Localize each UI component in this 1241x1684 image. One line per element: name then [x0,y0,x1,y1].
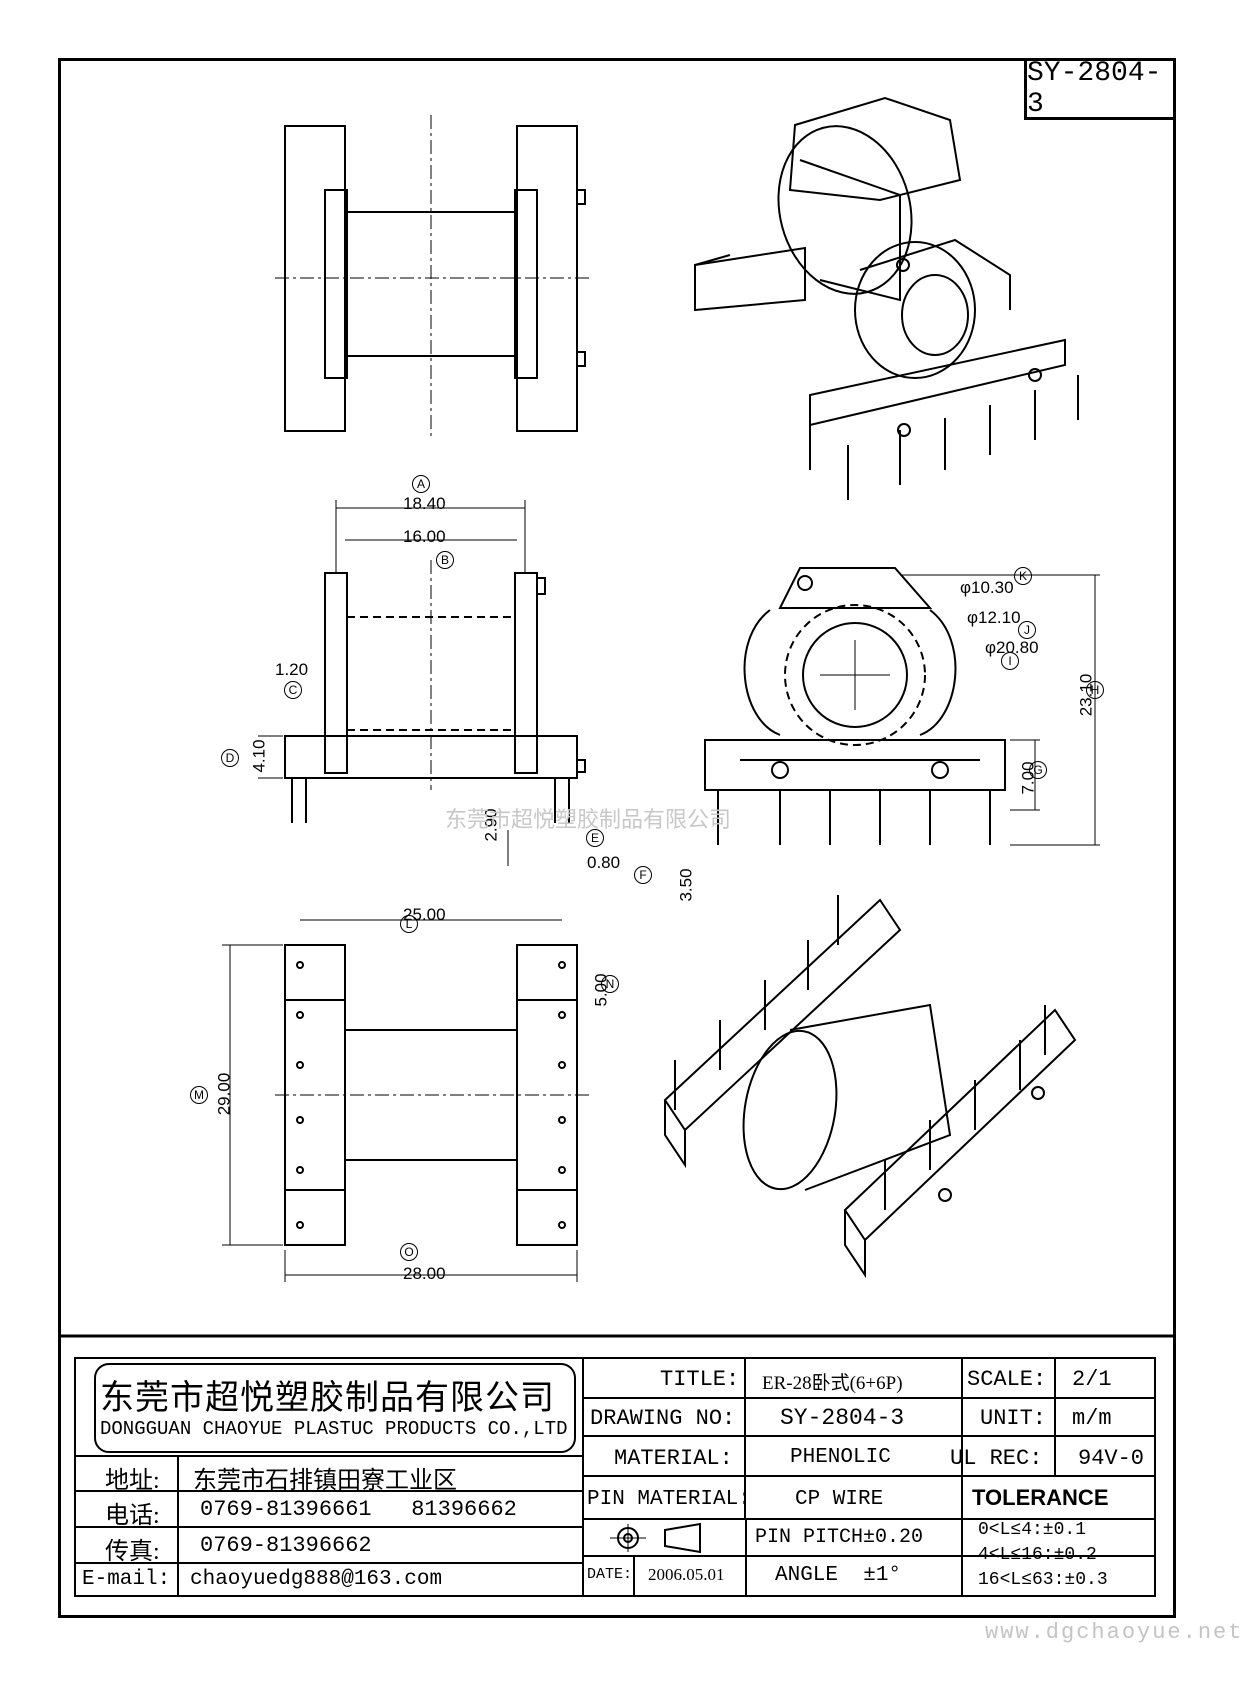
fax-value: 0769-81396662 [200,1533,372,1558]
dim-b-value: 16.00 [403,527,446,546]
company-name-en: DONGGUAN CHAOYUE PLASTUC PRODUCTS CO.,LT… [100,1418,568,1440]
drawing-no-label: DRAWING NO: [590,1406,736,1431]
ul-label: UL REC: [950,1446,1043,1471]
dim-a-value: 18.40 [403,494,446,513]
dim-f-value: 3.50 [676,868,696,902]
pin-material-label: PIN MATERIAL: [587,1488,751,1511]
dim-letter-k: K [1014,567,1032,585]
dim-k-value: φ10.30 [960,578,1014,597]
isometric-view-top [694,96,1079,500]
isometric-view-bottom [663,895,1077,1279]
title-value: ER-28卧式(6+6P) [762,1373,903,1394]
drawing-code-box: SY-2804-3 [1024,58,1176,120]
dim-c-value: 1.20 [275,660,309,679]
tolerance-heading: TOLERANCE [972,1485,1109,1510]
bottom-view [222,919,590,1282]
dim-letter-h: H [1086,681,1104,699]
tolerance-row-3: 16<L≤63:±0.3 [978,1570,1108,1590]
company-name-cn: 东莞市超悦塑胶制品有限公司 [100,1380,555,1417]
dim-d-value: 4.10 [249,739,269,773]
dim-letter-c: C [284,681,302,699]
dim-letter-m: M [190,1086,208,1104]
dim-j-value: φ12.10 [967,608,1021,627]
dim-letter-n: N [601,975,619,993]
phone-value: 0769-81396661 81396662 [200,1497,517,1522]
unit-value: m/m [1072,1406,1112,1431]
dim-letter-o: O [400,1243,418,1261]
side-view [704,567,1100,846]
title-block-grid [58,1334,1176,1597]
dim-m-value: 29.00 [214,1072,234,1116]
date-value: 2006.05.01 [648,1565,725,1584]
drawing-frame [58,58,1176,1618]
unit-label: UNIT: [980,1406,1047,1431]
dim-letter-e: E [586,829,604,847]
front-view [258,500,586,866]
dim-letter-i: I [1001,652,1019,670]
dim-letter-l: L [400,915,418,933]
material-label: MATERIAL: [614,1446,733,1471]
address-value: 东莞市石排镇田寮工业区 [193,1468,457,1494]
dim-i-value: φ20.80 [985,638,1039,657]
fax-label: 传真: [105,1539,160,1565]
dim-letter-j: J [1018,621,1036,639]
scale-value: 2/1 [1072,1367,1112,1392]
phone-label: 电话: [105,1503,160,1529]
dim-letter-g: G [1029,761,1047,779]
dim-o-value: 28.00 [403,1264,446,1283]
ul-value: 94V-0 [1078,1446,1145,1471]
drawing-no-value: SY-2804-3 [780,1405,905,1431]
dim-letter-d: D [221,749,239,767]
website-text: www.dgchaoyue.net [985,1620,1241,1645]
tolerance-row-2: 4<L≤16:±0.2 [978,1545,1097,1565]
dim-letter-b: B [436,551,454,569]
material-value: PHENOLIC [790,1446,891,1469]
dim-letter-a: A [412,475,430,493]
dim-letter-f: F [634,866,652,884]
pin-pitch: PIN PITCH±0.20 [755,1526,924,1549]
email-value: chaoyuedg888@163.com [190,1568,443,1591]
address-label: 地址: [105,1468,160,1494]
scale-label: SCALE: [967,1367,1047,1392]
angle-tolerance: ANGLE ±1° [775,1564,902,1587]
pin-material-value: CP WIRE [795,1488,884,1511]
email-label: E-mail: [82,1568,171,1591]
dim-e-value: 0.80 [587,853,621,872]
tolerance-row-1: 0<L≤4:±0.1 [978,1520,1087,1540]
watermark-text: 东莞市超悦塑胶制品有限公司 [445,808,732,833]
title-label: TITLE: [660,1367,740,1392]
date-label: DATE: [587,1566,633,1583]
top-view [275,115,590,440]
